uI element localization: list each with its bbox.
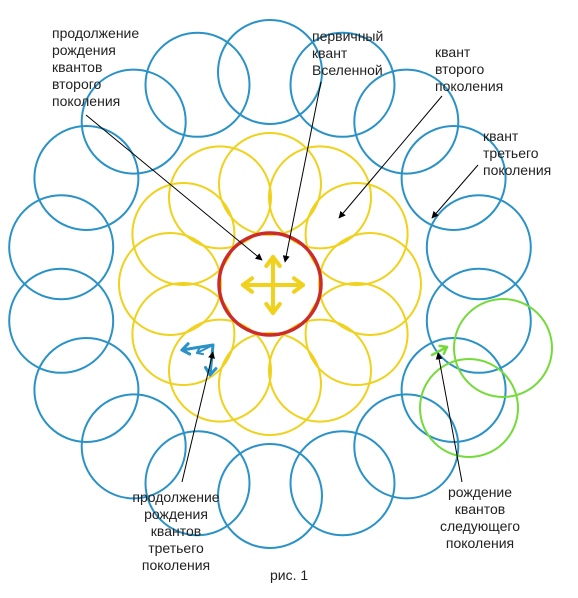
leader-lines	[85, 81, 479, 483]
second-generation-quantum	[304, 282, 409, 386]
third-generation-quantum	[144, 430, 251, 537]
third-generation-quantum	[425, 194, 532, 301]
third-generation-quantum	[400, 125, 507, 231]
second-generation-quantum	[268, 145, 372, 250]
primary-quantum-circle	[217, 231, 323, 337]
arrow-blue-left	[180, 342, 215, 356]
second-generation-quantum	[318, 232, 422, 336]
second-generation-quantum	[118, 232, 222, 336]
third-generation-quantum	[217, 443, 323, 549]
next-generation-quantum	[453, 298, 553, 398]
third-generation-quantum	[353, 393, 460, 500]
second-generation-quantum	[168, 318, 272, 423]
third-generation-quantum	[80, 393, 187, 500]
leader-primary-quantum	[282, 81, 322, 263]
third-generation-quantum	[425, 267, 532, 374]
next-generation-quanta	[419, 298, 553, 458]
third-generation-quantum	[144, 31, 251, 138]
leader-continuation-third	[181, 351, 215, 483]
direction-arrows	[180, 255, 449, 377]
leader-third-quantum	[431, 164, 479, 219]
third-generation-quantum	[289, 430, 396, 537]
next-generation-quantum	[419, 358, 519, 458]
leader-continuation-second	[85, 114, 263, 261]
second-generation-quantum	[131, 282, 236, 386]
label-second-generation-quantum: квант второго поколения	[435, 44, 504, 94]
third-generation-quantum	[289, 31, 396, 138]
third-generation-quantum	[33, 337, 140, 443]
label-continuation-third-generation: продолжение рождения квантов третьего по…	[132, 489, 220, 573]
label-next-generation-birth: рождение квантов следующего поколения	[439, 484, 521, 551]
figure-caption: рис. 1	[270, 567, 309, 583]
leader-second-quantum	[338, 95, 443, 219]
third-generation-quantum	[80, 68, 187, 175]
primary-quantum	[217, 231, 323, 337]
third-generation-quantum	[8, 194, 115, 301]
arrow-left	[241, 276, 275, 294]
third-generation-quantum	[33, 125, 140, 231]
arrow-right	[271, 276, 305, 294]
second-generation-quantum	[218, 132, 322, 236]
second-generation-quantum	[304, 182, 409, 286]
third-generation-quantum	[353, 68, 460, 175]
label-third-generation-quantum: квант третьего поколения	[483, 128, 552, 178]
third-generation-quanta	[8, 19, 532, 549]
second-generation-quantum	[268, 318, 372, 423]
leader-next-generation	[435, 352, 463, 483]
label-continuation-second-generation: продолжение рождения квантов второго пок…	[52, 25, 140, 109]
arrow-blue-mid	[196, 344, 214, 356]
second-generation-quanta	[118, 132, 422, 436]
second-generation-quantum	[218, 332, 322, 436]
arrow-up	[264, 255, 282, 287]
label-primary-quantum: первичный квант Вселенной	[312, 28, 384, 78]
arrow-green	[430, 344, 449, 357]
second-generation-quantum	[131, 182, 236, 286]
third-generation-quantum	[217, 19, 323, 125]
third-generation-quantum	[400, 337, 507, 443]
third-generation-quantum	[8, 267, 115, 374]
second-generation-quantum	[168, 145, 272, 250]
arrow-down	[264, 283, 282, 315]
